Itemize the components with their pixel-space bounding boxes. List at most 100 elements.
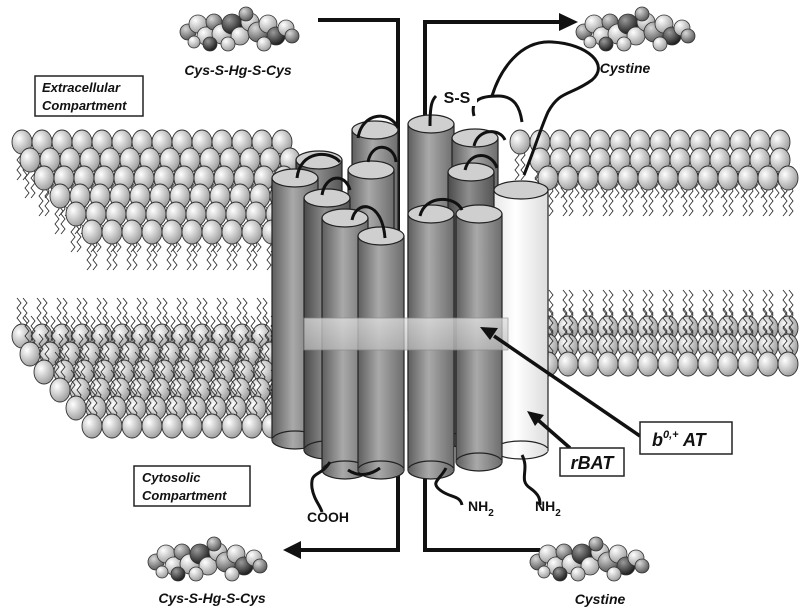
b0at-pointer-head <box>480 327 498 340</box>
lipid-tail <box>204 333 210 365</box>
lipid-tail <box>628 289 634 321</box>
lipid-head <box>241 413 263 439</box>
cytosolic-line1: Cytosolic <box>142 470 201 485</box>
lipid-tail <box>748 307 754 339</box>
lipid-head <box>577 351 599 377</box>
lipid-tail <box>246 239 252 271</box>
lipid-head <box>737 351 759 377</box>
lipid-tail <box>768 325 774 357</box>
lipid-tail <box>86 387 92 419</box>
lipid-tail <box>152 239 158 271</box>
lipid-tail <box>702 325 708 357</box>
lipid-tail <box>562 185 568 217</box>
lipid-tail <box>144 315 150 347</box>
lipid-tail <box>608 307 614 339</box>
lipid-tail <box>642 289 648 321</box>
lipid-head <box>65 201 87 227</box>
lipid-tail <box>562 307 568 339</box>
arrowhead-right <box>559 13 578 31</box>
lipid-tail <box>70 315 76 347</box>
intracellular-tails <box>310 454 542 513</box>
lipid-tail <box>176 369 182 401</box>
mercury-conjugate-molecule-top <box>179 6 300 52</box>
lipid-tail <box>582 185 588 217</box>
lipid-tail <box>184 315 190 347</box>
lipid-head <box>657 351 679 377</box>
lipid-tail <box>76 221 82 253</box>
lipid-tail <box>200 351 206 383</box>
lipid-tail <box>38 333 44 365</box>
label-cystine-top: Cystine <box>600 60 651 76</box>
lipid-head <box>101 219 123 245</box>
loop-6 <box>418 197 464 217</box>
lipid-tail <box>668 185 674 217</box>
lipid-tail <box>206 239 212 271</box>
lipid-tail <box>116 297 122 329</box>
transporter-complex <box>271 114 549 480</box>
lipid-tail <box>568 185 574 217</box>
lipid-bilayer-left <box>11 129 311 439</box>
lipid-tail <box>722 307 728 339</box>
lipid-tail <box>608 325 614 357</box>
lipid-tail <box>42 297 48 329</box>
lipid-tail <box>24 315 30 347</box>
lipid-head <box>597 165 619 191</box>
lipid-tail <box>264 315 270 347</box>
lipid-head <box>221 219 243 245</box>
lipid-tail <box>170 315 176 347</box>
tail-2 <box>347 466 381 476</box>
atom <box>256 36 272 52</box>
disulfide-bg <box>437 88 477 106</box>
lipid-head <box>241 219 263 245</box>
lipid-tail <box>60 351 66 383</box>
atom <box>598 36 614 52</box>
lipid-tail <box>622 307 628 339</box>
lipid-tail <box>762 185 768 217</box>
lipid-head <box>757 165 779 191</box>
lipid-head <box>717 351 739 377</box>
lipid-tail <box>112 387 118 419</box>
b0at-label: b0,+ AT <box>652 429 708 450</box>
lipid-head <box>19 147 41 173</box>
lipid-head <box>181 219 203 245</box>
lipid-tail <box>662 307 668 339</box>
atom <box>188 566 204 582</box>
lipid-tail <box>126 387 132 419</box>
lipid-head <box>121 219 143 245</box>
lipid-tail <box>164 333 170 365</box>
lipid-head <box>697 351 719 377</box>
lipid-tail <box>662 289 668 321</box>
lipid-tail <box>80 351 86 383</box>
lipid-head <box>757 351 779 377</box>
lipid-tail <box>116 369 122 401</box>
lipid-tail <box>206 387 212 419</box>
label-pointers <box>480 327 641 450</box>
lipid-tail <box>548 185 554 217</box>
atom <box>552 566 568 582</box>
lipid-tail <box>236 369 242 401</box>
nh2-left-sub: 2 <box>488 508 494 519</box>
lipid-tail <box>622 185 628 217</box>
lipid-tail <box>136 369 142 401</box>
lipid-tail <box>196 297 202 329</box>
lipid-tail <box>184 333 190 365</box>
lipid-tail <box>226 239 232 271</box>
lipid-tail <box>250 315 256 347</box>
lipid-tail <box>782 289 788 321</box>
lipid-head <box>49 183 71 209</box>
lipid-tail <box>788 289 794 321</box>
lipid-tail <box>788 307 794 339</box>
nh2-right-base: NH <box>535 498 555 514</box>
b0at-sup: 0,+ <box>663 429 679 441</box>
lipid-tail <box>628 307 634 339</box>
lipid-tail <box>514 149 520 181</box>
lipid-tail <box>246 387 252 419</box>
lipid-tail <box>16 297 22 329</box>
lipid-tail <box>768 307 774 339</box>
lipid-tail <box>548 307 554 339</box>
lipid-tail <box>162 297 168 329</box>
lipid-head <box>181 413 203 439</box>
lipid-head <box>617 165 639 191</box>
cystine-molecule-bottom <box>529 536 650 582</box>
lipid-tail <box>96 297 102 329</box>
